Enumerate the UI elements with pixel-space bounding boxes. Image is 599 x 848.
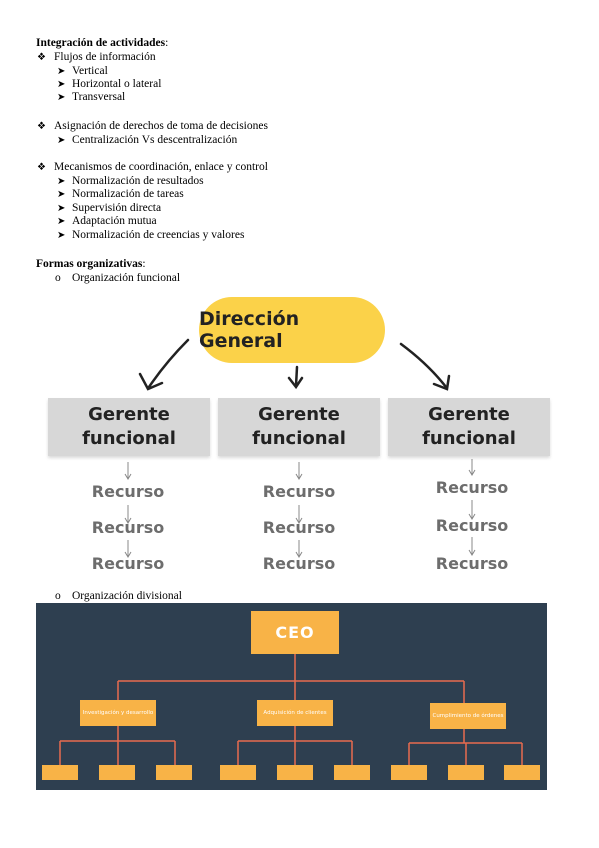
arrow-bullet-icon: ➤ (57, 66, 66, 77)
manager-box-1: Gerente funcional (48, 398, 210, 456)
diamond-bullet-icon: ❖ (37, 121, 46, 132)
arrow-bullet-icon: ➤ (57, 203, 66, 214)
arrow-bullet-icon: ➤ (57, 135, 66, 146)
section3-item: Adaptación mutua (72, 215, 157, 227)
manager-line2: funcional (82, 428, 176, 449)
ceo-box: CEO (251, 611, 339, 654)
leaf-box (277, 765, 313, 780)
arrow-left-icon (147, 338, 190, 389)
heading-formas: Formas organizativas: (36, 258, 146, 271)
manager-line2: funcional (252, 428, 346, 449)
section2-title: Asignación de derechos de toma de decisi… (54, 120, 268, 132)
division-box-acquisition: Adquisición de clientes (257, 700, 333, 726)
section3-item: Normalización de tareas (72, 188, 184, 200)
arrow-bullet-icon: ➤ (57, 176, 66, 187)
diamond-bullet-icon: ❖ (37, 162, 46, 173)
arrow-bullet-icon: ➤ (57, 189, 66, 200)
leaf-box (334, 765, 370, 780)
arrowhead-left-icon (138, 372, 164, 391)
leaf-box (156, 765, 192, 780)
leaf-box (99, 765, 135, 780)
resource-label: Recurso (435, 478, 509, 497)
divisional-org-chart: CEO Investigación y desarrollo Adquisici… (36, 603, 547, 790)
arrowhead-center-icon (287, 376, 304, 390)
resource-label: Recurso (91, 554, 165, 573)
heading-integracion-colon: : (165, 37, 169, 49)
arrow-center-icon (294, 365, 299, 388)
division-box-fulfillment: Cumplimiento de órdenes (430, 703, 506, 729)
manager-line2: funcional (422, 428, 516, 449)
circle-bullet-icon: o (55, 590, 61, 602)
functional-arrows (124, 338, 476, 558)
resource-label: Recurso (262, 554, 336, 573)
manager-box-2: Gerente funcional (218, 398, 380, 456)
arrow-bullet-icon: ➤ (57, 92, 66, 103)
heading-integracion-text: Integración de actividades (36, 37, 166, 49)
leaf-box (391, 765, 427, 780)
section2-item: Centralización Vs descentralización (72, 134, 238, 146)
section1-item: Vertical (72, 65, 108, 77)
resource-label: Recurso (435, 554, 509, 573)
heading-formas-text: Formas organizativas (36, 258, 143, 270)
manager-line1: Gerente (258, 404, 340, 425)
resource-label: Recurso (91, 518, 165, 537)
arrow-bullet-icon: ➤ (57, 216, 66, 227)
arrow-right-icon (399, 342, 448, 389)
division-box-research: Investigación y desarrollo (80, 700, 156, 726)
resource-label: Recurso (435, 516, 509, 535)
diamond-bullet-icon: ❖ (37, 52, 46, 63)
arrow-bullet-icon: ➤ (57, 230, 66, 241)
leaf-box (504, 765, 540, 780)
resource-label: Recurso (91, 482, 165, 501)
direccion-general-box: Dirección General (199, 297, 385, 363)
leaf-box (42, 765, 78, 780)
section3-item: Normalización de resultados (72, 175, 204, 187)
manager-line1: Gerente (88, 404, 170, 425)
form2-label: Organización divisional (72, 590, 182, 602)
manager-line1: Gerente (428, 404, 510, 425)
section1-title: Flujos de información (54, 51, 156, 63)
section3-item: Supervisión directa (72, 202, 162, 214)
section3-item: Normalización de creencias y valores (72, 229, 245, 241)
arrow-bullet-icon: ➤ (57, 79, 66, 90)
leaf-box (220, 765, 256, 780)
heading-integracion: Integración de actividades: (36, 37, 168, 50)
heading-formas-colon: : (142, 258, 146, 270)
circle-bullet-icon: o (55, 272, 61, 284)
resource-label: Recurso (262, 518, 336, 537)
leaf-box (448, 765, 484, 780)
section1-item: Horizontal o lateral (72, 78, 162, 90)
resource-label: Recurso (262, 482, 336, 501)
section1-item: Transversal (72, 91, 126, 103)
manager-box-3: Gerente funcional (388, 398, 550, 456)
functional-org-chart: Dirección General Gerente funcional Gere… (36, 292, 556, 582)
divisional-connectors (59, 654, 523, 765)
form1-label: Organización funcional (72, 272, 181, 284)
section3-title: Mecanismos de coordinación, enlace y con… (54, 161, 268, 173)
arrowhead-right-icon (432, 374, 451, 391)
